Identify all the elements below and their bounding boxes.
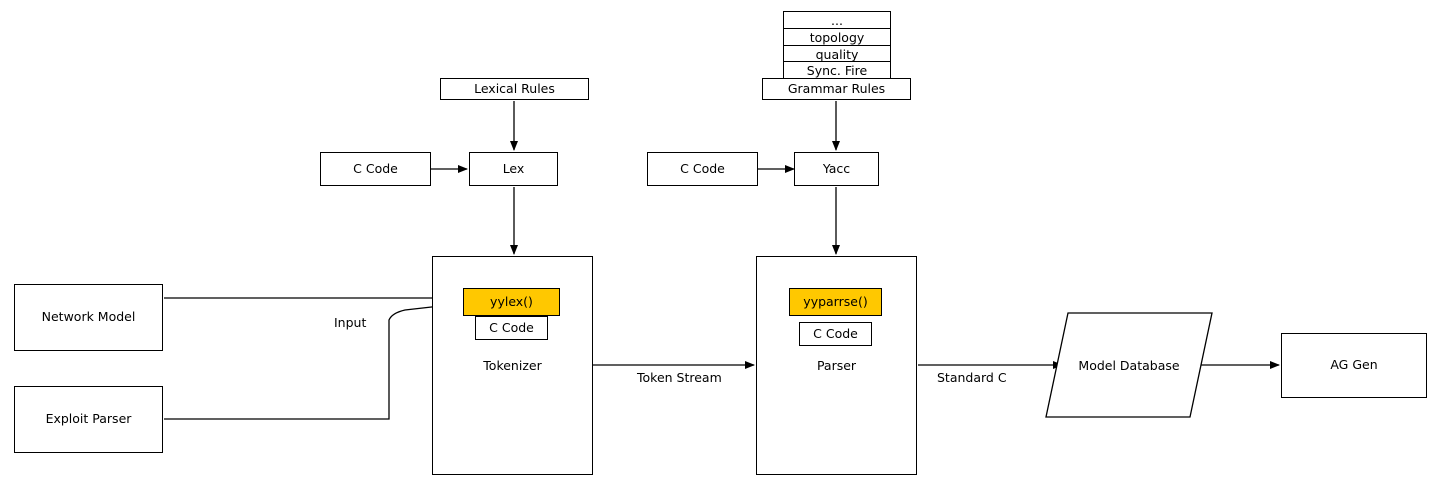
c-code-yacc-box: C Code	[647, 152, 758, 186]
yacc-label: Yacc	[822, 160, 851, 176]
edge-exploit-parser-to-yylex	[164, 300, 468, 420]
network-model-label: Network Model	[41, 309, 136, 325]
exploit-parser-box: Exploit Parser	[14, 386, 163, 453]
parser-caption: Parser	[756, 358, 917, 373]
tokenizer-label: Tokenizer	[483, 358, 542, 373]
model-database-label-wrap: Model Database	[1046, 358, 1212, 373]
model-database-label: Model Database	[1078, 358, 1180, 373]
grammar-stack-item-1: topology	[783, 28, 891, 46]
yacc-box: Yacc	[794, 152, 879, 186]
parser-label: Parser	[816, 358, 857, 373]
edge-label-standard-c: Standard C	[937, 370, 1007, 385]
edge-label-input: Input	[334, 315, 366, 330]
exploit-parser-label: Exploit Parser	[45, 411, 132, 427]
c-code-lex-box: C Code	[320, 152, 431, 186]
grammar-rules-label: Grammar Rules	[787, 80, 886, 96]
standard-c-label-text: Standard C	[937, 370, 1007, 385]
tokenizer-caption: Tokenizer	[432, 358, 593, 373]
yylex-c-code-label: C Code	[489, 319, 534, 335]
edge-label-token-stream: Token Stream	[637, 370, 722, 385]
lexical-rules-label: Lexical Rules	[474, 80, 555, 96]
network-model-box: Network Model	[14, 284, 163, 351]
yyparse-label: yyparrse()	[803, 293, 868, 309]
grammar-stack-item-2: quality	[783, 45, 891, 63]
grammar-stack-item-0: ...	[783, 11, 891, 29]
grammar-stack-label-0: ...	[831, 12, 843, 28]
yylex-c-code-box: C Code	[475, 316, 548, 340]
yyparse-c-code-box: C Code	[799, 322, 872, 346]
ag-gen-box: AG Gen	[1281, 333, 1427, 398]
lex-box: Lex	[469, 152, 558, 186]
lex-label: Lex	[502, 160, 525, 176]
yylex-box: yylex()	[463, 288, 560, 316]
yyparse-c-code-label: C Code	[813, 325, 858, 341]
lexical-rules-box: Lexical Rules	[440, 78, 589, 100]
grammar-rules-box: Grammar Rules	[762, 78, 911, 100]
token-stream-label-text: Token Stream	[637, 370, 722, 385]
yyparse-box: yyparrse()	[789, 288, 882, 316]
c-code-yacc-label: C Code	[680, 160, 725, 176]
input-label-text: Input	[334, 315, 367, 330]
grammar-stack-item-3: Sync. Fire	[783, 61, 891, 79]
yylex-label: yylex()	[490, 293, 533, 309]
grammar-stack-label-2: quality	[815, 46, 859, 62]
grammar-stack-label-3: Sync. Fire	[806, 62, 868, 78]
c-code-lex-label: C Code	[353, 160, 398, 176]
ag-gen-label: AG Gen	[1330, 357, 1378, 373]
grammar-stack-label-1: topology	[809, 29, 865, 45]
